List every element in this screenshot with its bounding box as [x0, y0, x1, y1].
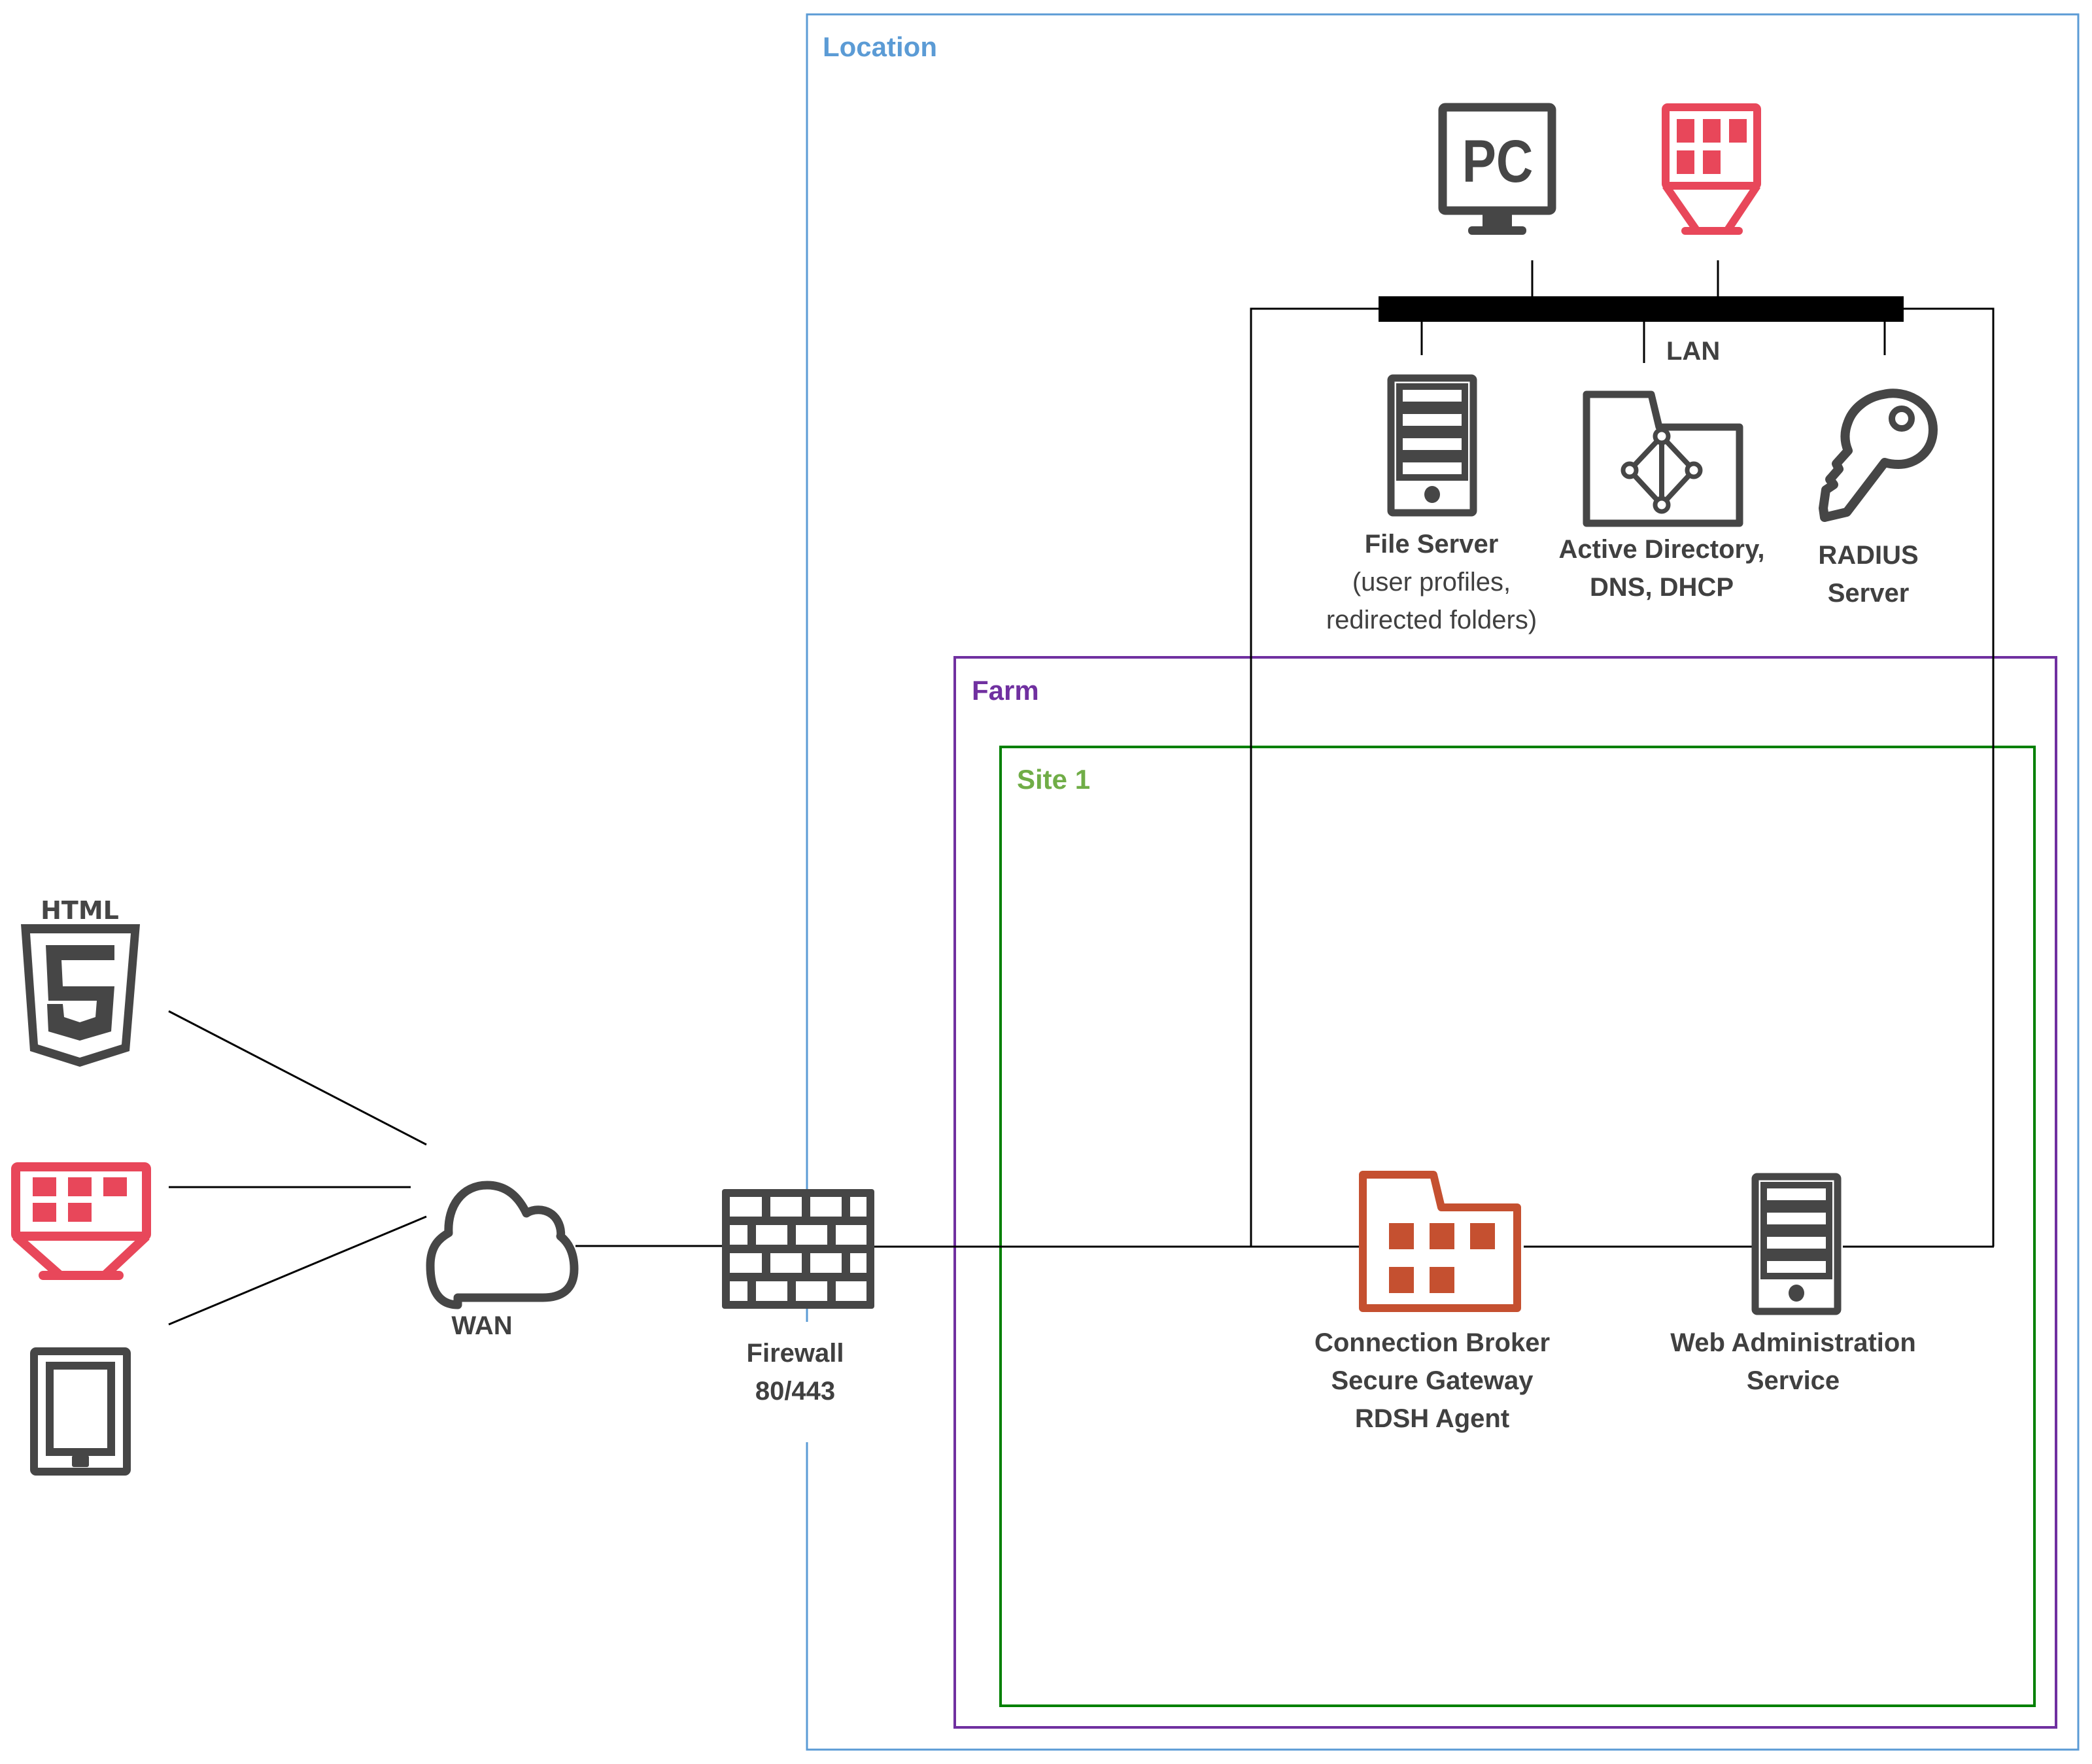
html5-icon: HTML	[21, 896, 140, 1067]
location-border	[806, 13, 2080, 1751]
active-directory-label-line2: DNS, DHCP	[1590, 573, 1734, 602]
svg-text:PC: PC	[1462, 128, 1534, 195]
directory-folder-icon	[1583, 390, 1743, 527]
lan-bar	[1379, 296, 1904, 322]
wan-label: WAN	[451, 1311, 512, 1340]
connection-broker-node[interactable]: Connection Broker Secure Gateway RDSH Ag…	[1314, 1171, 1550, 1433]
webadmin-label-line2: Service	[1747, 1366, 1840, 1395]
tablet-client[interactable]	[30, 1347, 131, 1476]
active-directory-label-line1: Active Directory,	[1559, 535, 1765, 564]
wan-node[interactable]: WAN	[426, 1181, 579, 1340]
radius-label-line2: Server	[1828, 579, 1910, 608]
wire-html5-wan	[168, 1010, 427, 1146]
firewall-node[interactable]: Firewall 80/443	[722, 1189, 874, 1406]
broker-label-line1: Connection Broker	[1314, 1328, 1550, 1357]
remote-client-left[interactable]	[11, 1162, 151, 1280]
radius-node[interactable]: RADIUS Server	[1818, 389, 1938, 608]
firewall-icon	[722, 1189, 874, 1309]
file-server-label-line1: File Server	[1365, 530, 1499, 559]
application-folder-icon	[1359, 1171, 1521, 1312]
server-tower-icon	[1751, 1173, 1842, 1315]
location-zone: Location	[806, 13, 2080, 1751]
remote-app-client-icon	[11, 1162, 151, 1280]
site-label: Site 1	[1017, 764, 1090, 795]
firewall-label-line2: 80/443	[755, 1377, 835, 1406]
site-zone: Site 1	[999, 746, 2036, 1707]
farm-label: Farm	[972, 675, 1039, 706]
pc-monitor-icon: PC	[1438, 103, 1556, 235]
key-icon	[1819, 389, 1938, 522]
firewall-label-line1: Firewall	[747, 1339, 844, 1368]
pc-node[interactable]: PC	[1438, 103, 1556, 235]
site-border	[999, 746, 2036, 1707]
file-server-label-line3: redirected folders)	[1326, 606, 1537, 634]
server-tower-icon	[1387, 374, 1477, 517]
lan-bus: LAN	[1379, 296, 1904, 366]
file-server-label-line2: (user profiles,	[1352, 568, 1511, 597]
broker-label-line2: Secure Gateway	[1331, 1366, 1534, 1395]
web-admin-node[interactable]: Web Administration Service	[1670, 1173, 1916, 1395]
location-label: Location	[823, 31, 937, 62]
svg-text:HTML: HTML	[41, 896, 119, 925]
webadmin-label-line1: Web Administration	[1670, 1328, 1916, 1357]
tablet-icon	[30, 1347, 131, 1476]
farm-border	[953, 656, 2057, 1729]
cloud-icon	[426, 1181, 579, 1309]
wire-lan-right-loop	[1904, 307, 1995, 1247]
wire-lan-left-loop	[1250, 307, 1379, 1248]
wire-tablet-wan	[168, 1215, 427, 1326]
file-server-node[interactable]: File Server (user profiles, redirected f…	[1326, 374, 1537, 634]
lan-label: LAN	[1666, 337, 1720, 366]
farm-zone: Farm	[953, 656, 2057, 1729]
lan-client-node[interactable]	[1662, 103, 1761, 235]
html5-client[interactable]: HTML	[21, 896, 140, 1067]
connections	[168, 260, 1995, 1326]
radius-label-line1: RADIUS	[1818, 541, 1918, 570]
remote-app-client-icon	[1662, 103, 1761, 235]
broker-label-line3: RDSH Agent	[1355, 1404, 1509, 1433]
active-directory-node[interactable]: Active Directory, DNS, DHCP	[1559, 390, 1765, 602]
